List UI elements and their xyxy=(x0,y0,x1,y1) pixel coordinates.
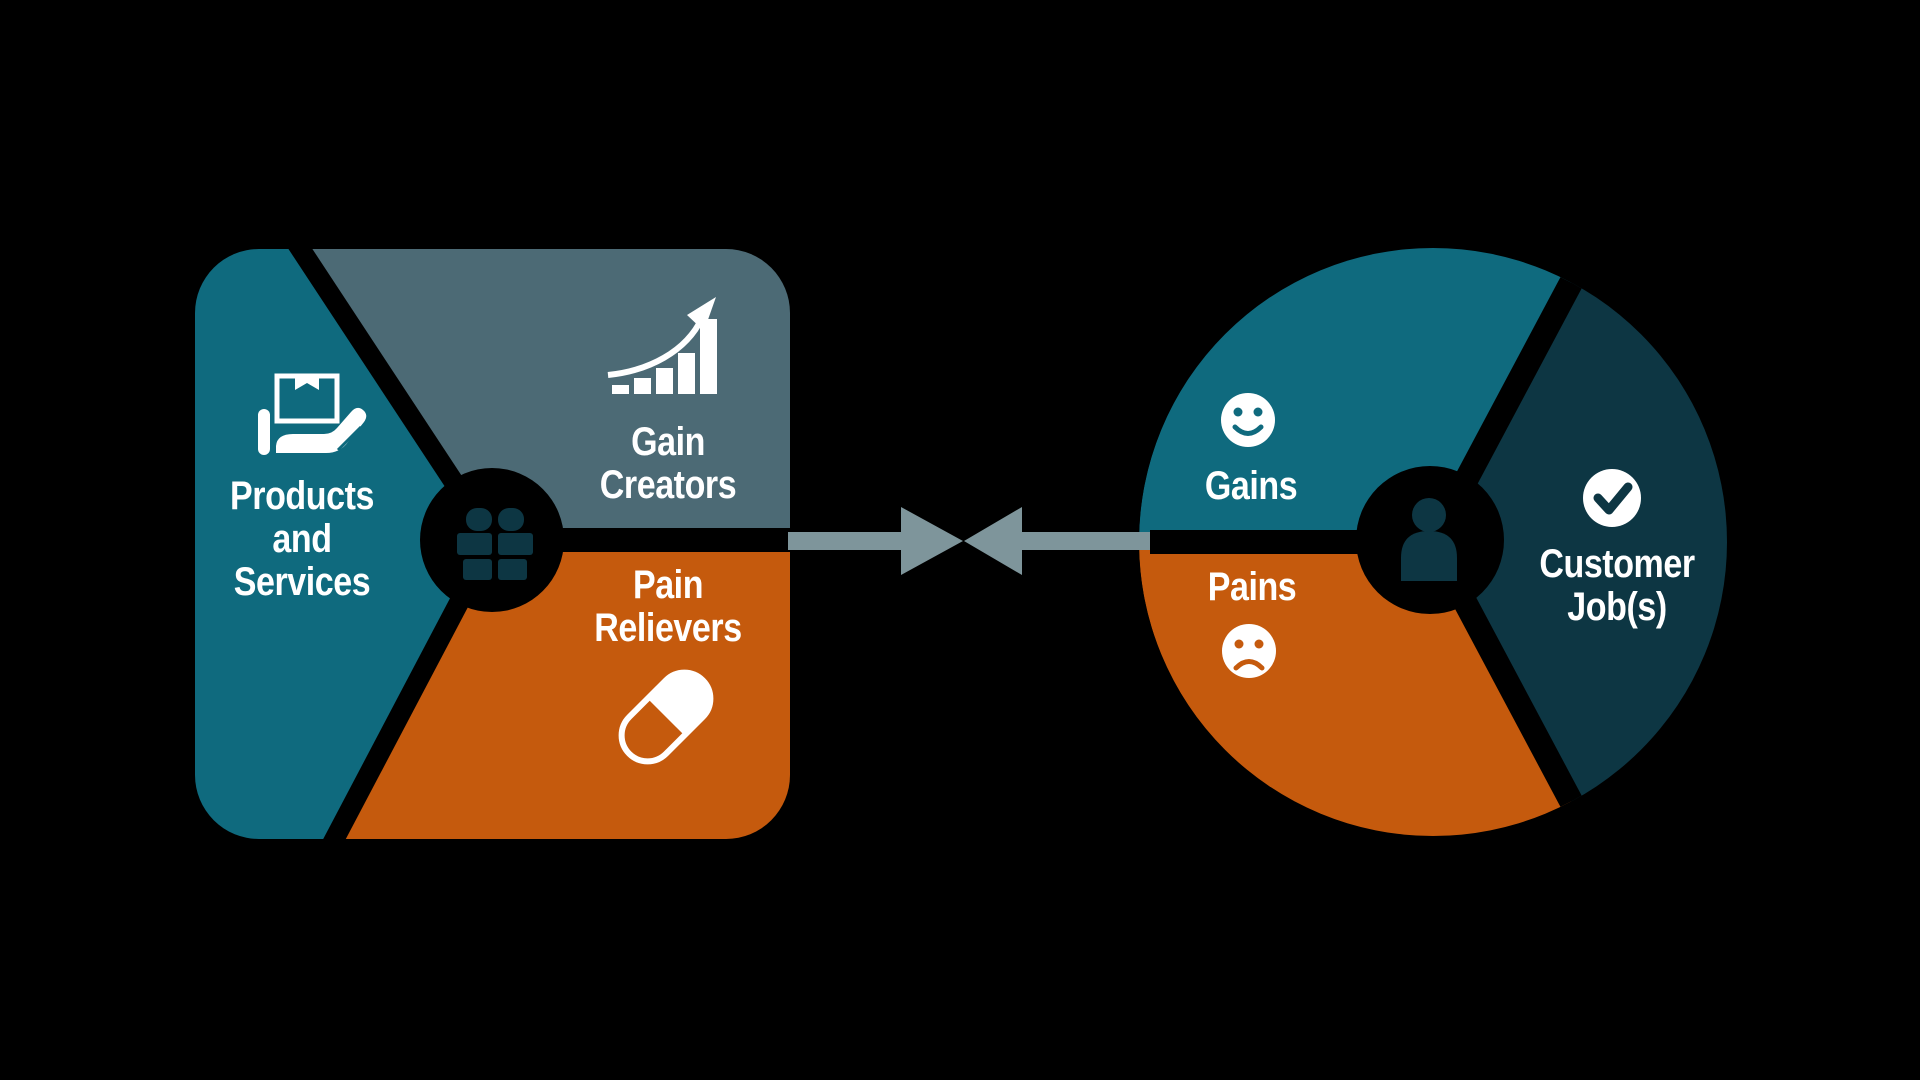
right-arrow xyxy=(964,507,1150,575)
gain-creators-label: Gain Creators xyxy=(599,420,737,507)
products-services-label: Products and Services xyxy=(230,474,374,604)
pain-relievers-label: Pain Relievers xyxy=(594,563,742,650)
gift-icon xyxy=(457,508,533,580)
check-circle-icon xyxy=(1583,469,1641,527)
customer-profile-circle xyxy=(1139,248,1727,836)
sad-face-icon xyxy=(1222,624,1276,678)
gain-creators-section xyxy=(255,249,790,540)
products-services-section xyxy=(195,249,492,839)
gains-label: Gains xyxy=(1204,464,1298,508)
connector-arrows xyxy=(788,507,1150,575)
person-icon xyxy=(1401,498,1457,581)
growth-chart-arrow-icon xyxy=(607,297,717,394)
pill-icon xyxy=(618,669,714,765)
divider-bottom-left xyxy=(276,535,501,839)
hand-holding-box-icon xyxy=(258,373,370,458)
smiley-face-icon xyxy=(1221,393,1275,447)
customer-jobs-label: Customer Job(s) xyxy=(1539,542,1695,629)
pain-relievers-section xyxy=(285,540,790,839)
pains-label: Pains xyxy=(1207,565,1297,609)
left-arrow xyxy=(788,507,963,575)
